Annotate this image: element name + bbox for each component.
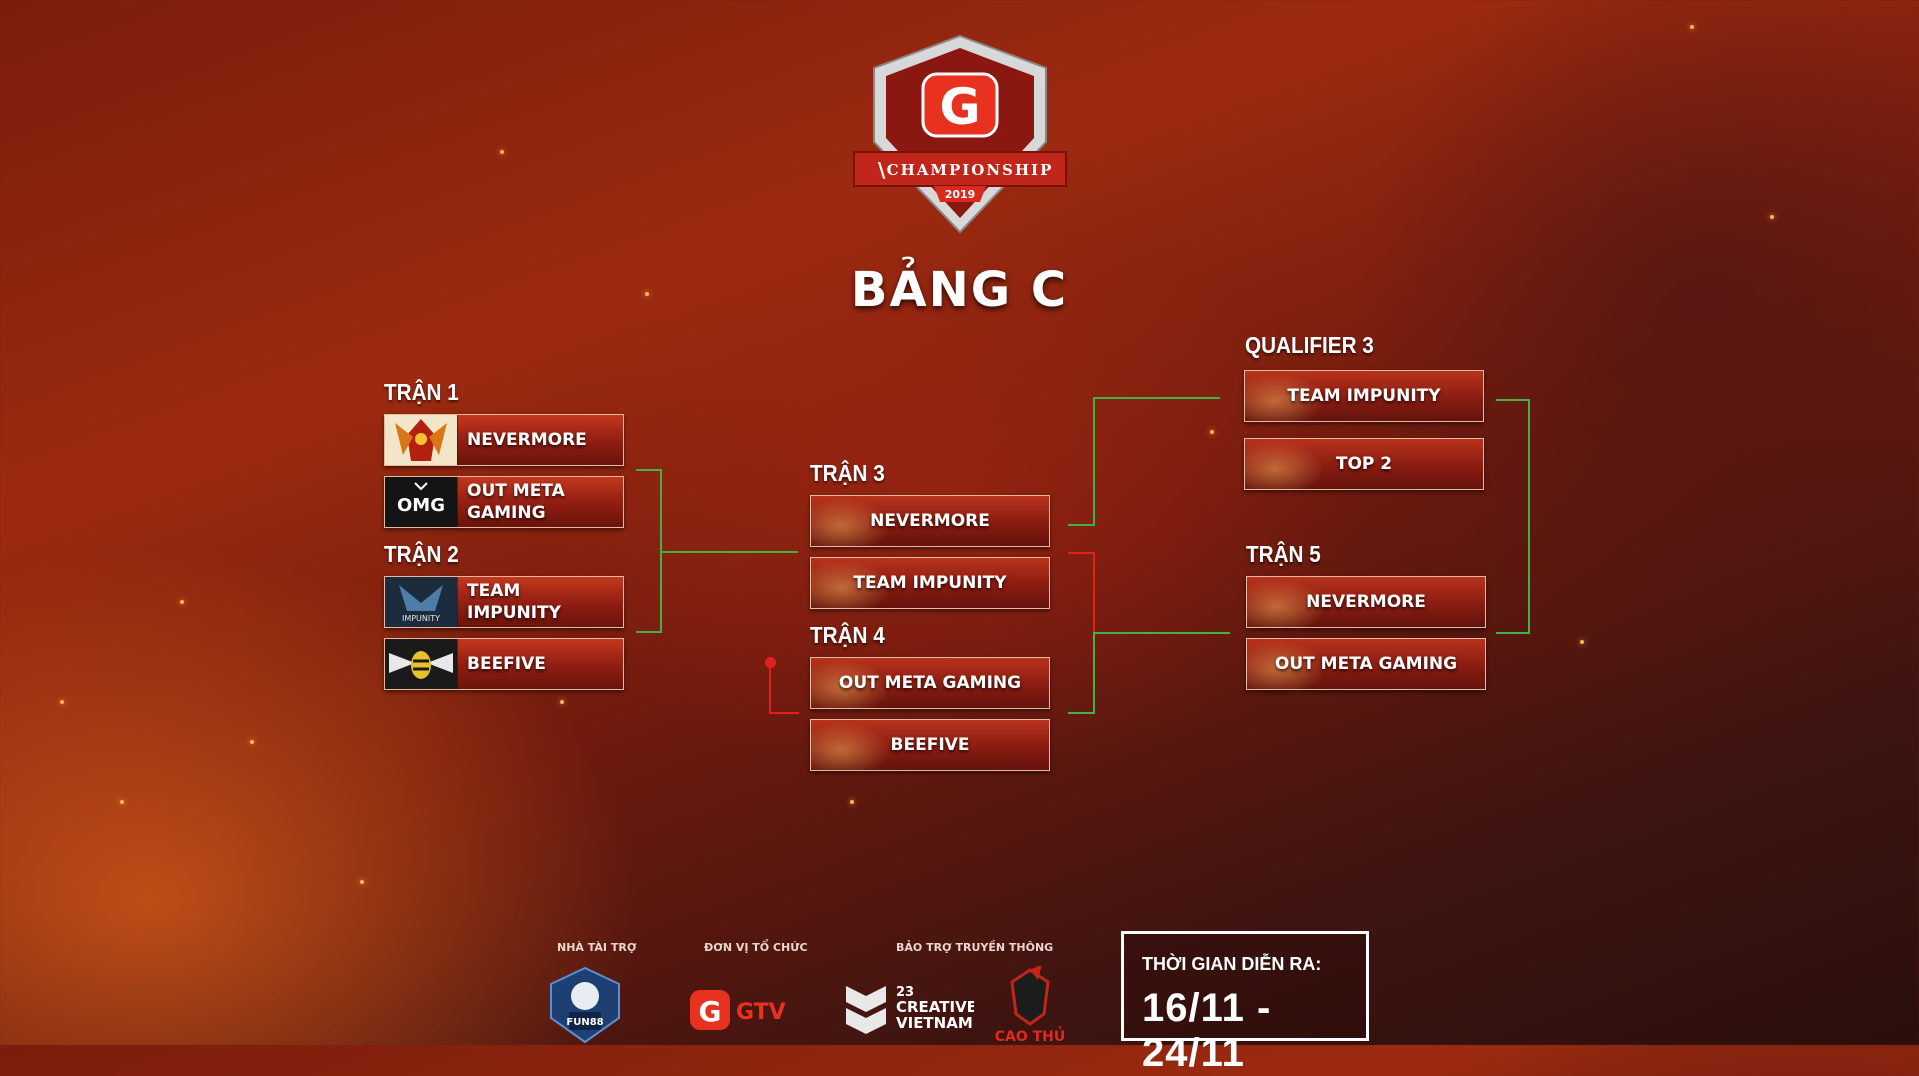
date-label: THỜI GIAN DIỄN RA: — [1142, 954, 1322, 974]
loser-connector — [1093, 552, 1095, 634]
svg-text:OMG: OMG — [397, 495, 445, 516]
ember — [1580, 640, 1584, 644]
team-name: TEAM IMPUNITY — [1287, 386, 1441, 406]
gtv-logo: G GTV — [690, 990, 786, 1030]
match4-team2[interactable]: BEEFIVE — [810, 719, 1050, 771]
ember — [1770, 215, 1774, 219]
match1-team2[interactable]: OMG OUT META GAMING — [384, 476, 624, 528]
ember — [360, 880, 364, 884]
ember — [1690, 25, 1694, 29]
ember — [1210, 430, 1214, 434]
match5-team2[interactable]: OUT META GAMING — [1246, 638, 1486, 690]
bracket-connector — [636, 631, 662, 633]
team-name: OUT META GAMING — [1274, 654, 1458, 674]
bracket-connector — [1093, 397, 1095, 526]
ember — [645, 292, 649, 296]
loser-connector — [1068, 552, 1094, 554]
team-name: NEVERMORE — [870, 511, 990, 531]
team-name: OUT META GAMING — [838, 673, 1022, 693]
team-name: TEAM IMPUNITY — [853, 573, 1007, 593]
match1-team1[interactable]: NEVERMORE — [384, 414, 624, 466]
match4-label: TRẬN 4 — [810, 622, 885, 648]
loser-connector — [769, 663, 771, 713]
svg-text:G: G — [939, 78, 980, 136]
cao-thu-logo: CAO THỦ — [995, 966, 1066, 1045]
qualifier3-team1[interactable]: TEAM IMPUNITY — [1244, 370, 1484, 422]
team-name: OUT META GAMING — [467, 481, 565, 523]
qualifier3-team2[interactable]: TOP 2 — [1244, 438, 1484, 490]
svg-text:\: \ — [878, 158, 886, 182]
match1-label: TRẬN 1 — [384, 379, 459, 405]
bracket-connector — [1093, 632, 1095, 714]
svg-text:CHAMPIONSHIP: CHAMPIONSHIP — [887, 161, 1054, 179]
date-value: 16/11 - 24/11 — [1142, 986, 1272, 1075]
championship-logo: G CHAMPIONSHIP \ 2019 — [853, 34, 1067, 234]
team-name: NEVERMORE — [467, 430, 587, 450]
organizer-label: ĐƠN VỊ TỔ CHỨC — [704, 941, 808, 954]
ember — [850, 800, 854, 804]
qualifier3-label: QUALIFIER 3 — [1245, 332, 1374, 358]
ember — [500, 150, 504, 154]
bracket-connector — [660, 551, 798, 553]
match3-team1[interactable]: NEVERMORE — [810, 495, 1050, 547]
omg-logo: OMG — [385, 477, 458, 527]
creative-vietnam-logo: 23 CREATIVE VIETNAM — [846, 985, 974, 1034]
bracket-connector — [1068, 712, 1095, 714]
team-name: TEAM IMPUNITY — [467, 581, 561, 623]
match2-team2[interactable]: BEEFIVE — [384, 638, 624, 690]
ember — [180, 600, 184, 604]
event-date-box: THỜI GIAN DIỄN RA: 16/11 - 24/11 — [1121, 931, 1369, 1075]
fun88-logo: FUN88 — [550, 966, 620, 1044]
match5-team1[interactable]: NEVERMORE — [1246, 576, 1486, 628]
bracket-connector — [1528, 399, 1530, 634]
impunity-logo: IMPUNITY — [385, 577, 458, 627]
bracket-connector — [636, 469, 662, 471]
svg-text:IMPUNITY: IMPUNITY — [402, 614, 440, 623]
bracket-connector — [1093, 632, 1230, 634]
ember — [250, 740, 254, 744]
match2-label: TRẬN 2 — [384, 541, 459, 567]
bracket-connector — [1496, 632, 1530, 634]
loser-connector-dot — [765, 657, 776, 668]
ember — [120, 800, 124, 804]
nevermore-logo — [385, 415, 458, 465]
match4-team1[interactable]: OUT META GAMING — [810, 657, 1050, 709]
media-label: BẢO TRỢ TRUYỀN THÔNG — [896, 941, 1054, 954]
team-name: TOP 2 — [1335, 454, 1393, 474]
svg-text:23: 23 — [896, 985, 914, 1000]
ember — [60, 700, 64, 704]
match2-team1[interactable]: IMPUNITY TEAM IMPUNITY — [384, 576, 624, 628]
svg-text:G: G — [699, 995, 722, 1028]
beefive-logo — [385, 639, 458, 689]
svg-text:CREATIVE: CREATIVE — [896, 998, 974, 1016]
bracket-connector — [1093, 397, 1220, 399]
loser-connector — [769, 712, 799, 714]
match3-team2[interactable]: TEAM IMPUNITY — [810, 557, 1050, 609]
match5-label: TRẬN 5 — [1246, 541, 1321, 567]
page-title: BẢNG C — [850, 262, 1069, 318]
sponsor-label: NHÀ TÀI TRỢ — [557, 941, 637, 954]
bracket-connector — [1496, 399, 1530, 401]
svg-text:VIETNAM: VIETNAM — [896, 1014, 973, 1032]
svg-text:CAO THỦ: CAO THỦ — [995, 1026, 1066, 1045]
svg-text:GTV: GTV — [736, 1000, 786, 1025]
svg-text:FUN88: FUN88 — [566, 1017, 603, 1028]
team-name: BEEFIVE — [467, 654, 546, 674]
ember — [560, 700, 564, 704]
svg-text:2019: 2019 — [945, 188, 976, 201]
match3-label: TRẬN 3 — [810, 460, 885, 486]
team-name: NEVERMORE — [1306, 592, 1426, 612]
team-name: BEEFIVE — [890, 735, 970, 755]
bracket-connector — [1068, 524, 1094, 526]
